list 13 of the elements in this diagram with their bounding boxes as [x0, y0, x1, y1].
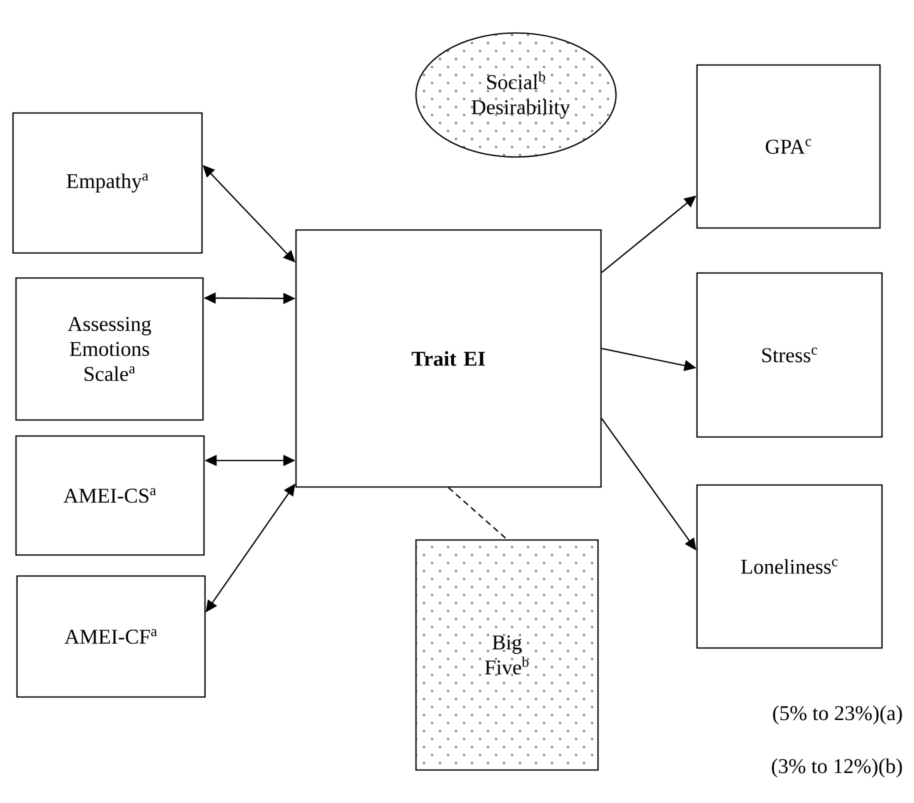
connector-line [448, 487, 508, 540]
central-box: Trait EI [295, 229, 602, 488]
measure-box: Assessing Emotions Scale$^{a}$ [15, 277, 204, 421]
ellipse-node: Social$^{b}$ Desirability [415, 32, 617, 158]
measure-box: AMEI-CS$^{a}$ [15, 435, 205, 556]
measure-box: AMEI-CF$^{a}$ [16, 575, 206, 698]
measure-box: Empathy$^{a}$ [12, 112, 203, 254]
outcome-box: Loneliness$^{c}$ [696, 484, 883, 649]
dotted-box: Big Five$^{b}$ [415, 539, 599, 771]
outcome-box: GPA$^{c}$ [696, 64, 881, 229]
note-text: (5% to 23%)(a) [773, 705, 902, 724]
note-text: (3% to 12%)(b) [772, 758, 902, 778]
outcome-box: Stress$^{c}$ [696, 272, 883, 438]
